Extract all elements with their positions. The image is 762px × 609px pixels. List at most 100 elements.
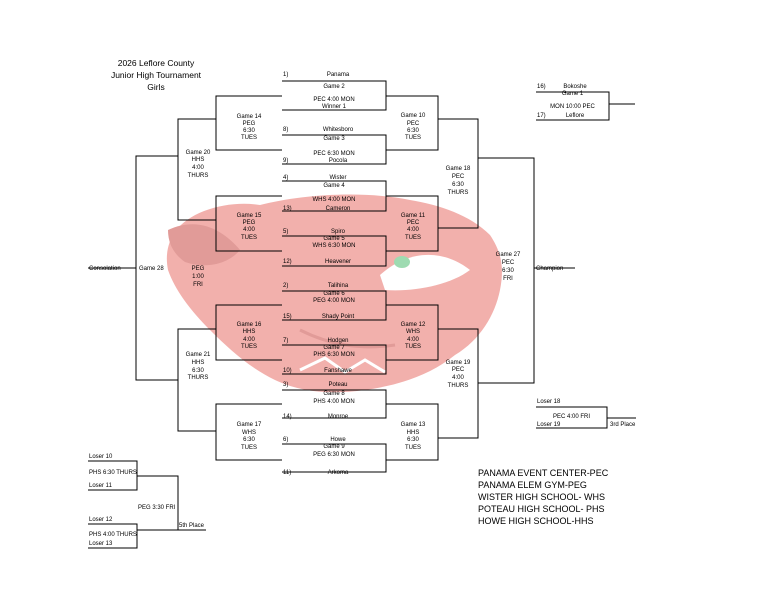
team-name: Howe bbox=[330, 437, 346, 443]
game-day: TUES bbox=[240, 344, 257, 350]
game-info: PEG 6:30 MON bbox=[313, 452, 355, 458]
game-label: Game 15 bbox=[236, 213, 262, 219]
champion-label: Champion bbox=[536, 266, 564, 272]
game-site: PEC bbox=[451, 367, 465, 373]
game-info: PEC 4:00 FRI bbox=[552, 414, 590, 420]
team-name: Heavener bbox=[324, 259, 351, 265]
loser-label: Loser 11 bbox=[89, 483, 112, 489]
game-site: WHS bbox=[406, 329, 420, 335]
game-day: THURS bbox=[187, 375, 209, 381]
loser-label: Loser 18 bbox=[537, 399, 561, 405]
legend-item: HOWE HIGH SCHOOL-HHS bbox=[478, 516, 594, 526]
fifth-place-label: 5th Place bbox=[179, 523, 205, 529]
seed-label: 7) bbox=[283, 338, 289, 344]
seed-label: 4) bbox=[283, 175, 289, 181]
team-name: Pocola bbox=[328, 158, 348, 164]
team-name: Fanshawe bbox=[324, 368, 352, 374]
game-site: HHS bbox=[191, 360, 205, 366]
seed-label: 14) bbox=[283, 414, 292, 420]
game-label: Game 19 bbox=[445, 360, 471, 366]
game-day: FRI bbox=[503, 276, 513, 282]
game-time: 6:30 bbox=[502, 268, 514, 274]
title-line-3: Girls bbox=[147, 82, 165, 92]
legend-item: PANAMA ELEM GYM-PEG bbox=[478, 480, 587, 490]
game-day: TUES bbox=[404, 135, 421, 141]
loser-label: Loser 19 bbox=[537, 422, 561, 428]
game-info: PEG 4:00 MON bbox=[313, 298, 355, 304]
seed-label: 13) bbox=[283, 206, 292, 212]
game-info: PHS 4:00 THURS bbox=[89, 532, 137, 538]
game-number: Game 2 bbox=[323, 84, 345, 90]
game-site: WHS bbox=[242, 430, 256, 436]
seed-label: 11) bbox=[283, 470, 292, 476]
game-info: PEG 3:30 FRI bbox=[138, 505, 176, 511]
team-name: Leflore bbox=[565, 113, 585, 119]
game-label: Game 20 bbox=[185, 150, 211, 156]
loser-label: Loser 13 bbox=[89, 541, 113, 547]
third-place-label: 3rd Place bbox=[610, 422, 636, 428]
team-name: Arkoma bbox=[327, 470, 349, 476]
game-time: 6:30 bbox=[407, 437, 419, 443]
game-label: Game 21 bbox=[185, 352, 211, 358]
team-name: Panama bbox=[326, 72, 350, 78]
game-label: Game 13 bbox=[400, 422, 426, 428]
game-site: PEC bbox=[406, 220, 420, 226]
game-label: Game 28 bbox=[139, 266, 164, 272]
seed-label: 6) bbox=[283, 437, 289, 443]
game-number: Game 4 bbox=[323, 183, 345, 189]
title-line-1: 2026 Leflore County bbox=[117, 58, 195, 68]
game-number: Game 7 bbox=[323, 345, 345, 351]
game-time: 6:30 bbox=[452, 182, 464, 188]
seed-label: 17) bbox=[537, 113, 546, 119]
game-time: 4:00 bbox=[192, 165, 204, 171]
game-time: 1:00 bbox=[192, 274, 204, 280]
game-site: HHS bbox=[406, 430, 420, 436]
consolation-label: Consolation bbox=[89, 266, 121, 272]
game-number: Game 3 bbox=[323, 136, 345, 142]
game-info: PEC 6:30 MON bbox=[313, 151, 355, 157]
game-time: 4:00 bbox=[243, 337, 255, 343]
game-number: Game 9 bbox=[323, 444, 345, 450]
game-label: Game 12 bbox=[400, 322, 426, 328]
game-site: HHS bbox=[191, 157, 205, 163]
game-day: THURS bbox=[187, 173, 209, 179]
loser-label: Loser 10 bbox=[89, 454, 113, 460]
seed-label: 9) bbox=[283, 158, 289, 164]
game-site: PEG bbox=[242, 121, 256, 127]
game-time: 6:30 bbox=[243, 437, 255, 443]
legend-item: PANAMA EVENT CENTER-PEC bbox=[478, 468, 609, 478]
team-name: Whitesboro bbox=[322, 127, 354, 133]
game-label: Game 27 bbox=[495, 252, 521, 258]
game-number: Game 1 bbox=[561, 91, 584, 97]
game-info: MON 10:00 PEC bbox=[550, 104, 595, 110]
team-name: Talihina bbox=[327, 283, 349, 289]
game-day: FRI bbox=[193, 282, 203, 288]
game-label: Game 17 bbox=[236, 422, 262, 428]
game-site: PEG bbox=[191, 266, 205, 272]
legend-item: WISTER HIGH SCHOOL- WHS bbox=[478, 492, 606, 502]
game-info: PHS 6:30 THURS bbox=[89, 470, 137, 476]
team-name: Monroe bbox=[327, 414, 349, 420]
seed-label: 1) bbox=[283, 72, 289, 78]
game-site: HHS bbox=[242, 329, 256, 335]
game-info: PHS 6:30 MON bbox=[313, 352, 355, 358]
game-site: PEC bbox=[501, 260, 515, 266]
team-name: Hodgen bbox=[327, 338, 349, 344]
seed-label: 15) bbox=[283, 314, 292, 320]
loser-label: Loser 12 bbox=[89, 517, 113, 523]
game-number: Game 8 bbox=[323, 391, 345, 397]
team-name: Poteau bbox=[328, 382, 348, 388]
game-day: TUES bbox=[404, 235, 421, 241]
game-day: TUES bbox=[240, 235, 257, 241]
game-label: Game 10 bbox=[400, 113, 426, 119]
game-time: 4:00 bbox=[407, 337, 419, 343]
game-day: TUES bbox=[240, 445, 257, 451]
game-day: TUES bbox=[404, 445, 421, 451]
game-label: Game 11 bbox=[400, 213, 426, 219]
game-label: Game 14 bbox=[236, 114, 262, 120]
game-site: PEC bbox=[406, 121, 420, 127]
seed-label: 10) bbox=[283, 368, 292, 374]
